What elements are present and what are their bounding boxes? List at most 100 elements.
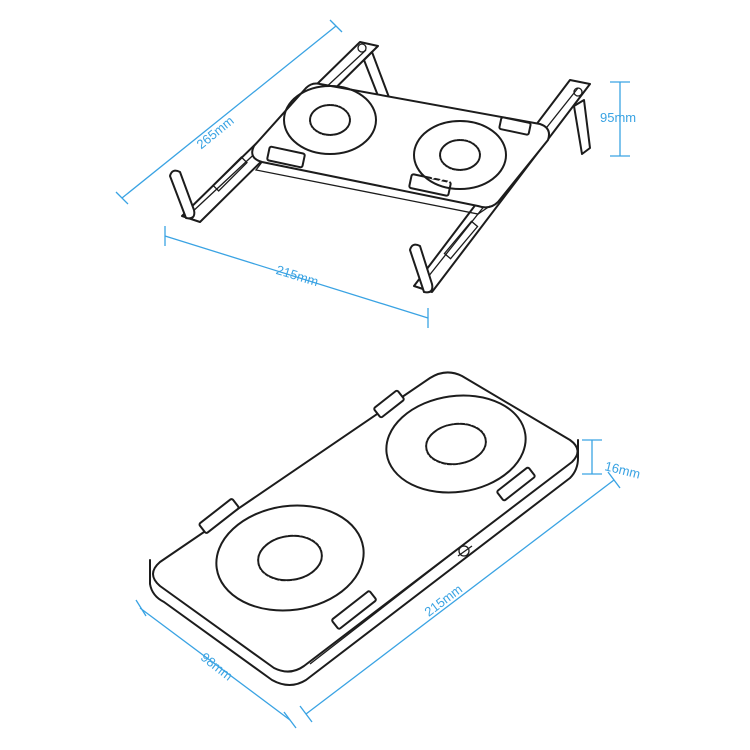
fan-grill-spoke <box>417 156 440 160</box>
fan-grill-spoke <box>482 451 511 467</box>
fan-grill-spoke <box>391 437 426 446</box>
fan-grill-spoke <box>431 403 443 427</box>
fan-grill-spoke <box>447 124 453 141</box>
fan-grill-spoke <box>288 125 311 130</box>
fan-grill-spoke <box>471 130 489 143</box>
dim-label-16: 16mm <box>603 458 642 481</box>
fan-grill-spoke <box>467 169 473 186</box>
dim-stand-height: 95mm <box>600 81 636 157</box>
fan-grill-spoke <box>301 132 319 145</box>
dim-base-thickness: 16mm <box>582 439 642 482</box>
fan-grill-spoke <box>418 144 440 153</box>
fan-grill-spoke <box>315 135 327 150</box>
fan-grill-spoke <box>440 464 454 490</box>
fan-grill-spoke <box>421 163 443 170</box>
base-fan-bottom <box>215 504 365 612</box>
stand-fan-left <box>283 85 377 155</box>
fan-grill-spoke <box>346 128 364 141</box>
fan-grill-spoke <box>314 570 339 591</box>
dim-label-215-top: 215mm <box>274 262 320 289</box>
dim-label-265: 265mm <box>194 113 237 152</box>
fan-grill-spoke <box>454 170 461 187</box>
fan-grill-spoke <box>302 95 316 110</box>
fan-grill-spoke <box>239 576 270 597</box>
fan-grill-spoke <box>232 532 262 551</box>
fan-grill-spoke <box>439 126 450 143</box>
fan-grill-spoke <box>325 89 328 105</box>
fan-grill-spoke <box>420 407 438 430</box>
fan-grill-spoke <box>274 580 288 608</box>
fan-grill-spoke <box>394 454 430 466</box>
fan-grill-spoke <box>315 526 350 543</box>
stand-folded: 16mm 215mm 98mm <box>135 371 642 729</box>
fan-grill-spoke <box>304 576 317 603</box>
fan-grill-spoke <box>251 518 270 543</box>
fan-grill-spoke <box>432 130 446 145</box>
fan-grill-spoke <box>292 103 312 115</box>
fan-grill-spoke <box>329 88 336 105</box>
fan-grill-spoke <box>287 121 310 125</box>
fan-grill-spoke <box>480 150 503 154</box>
fan-grill-spoke <box>340 132 351 149</box>
fan-grill-spoke <box>417 462 443 485</box>
fan-grill-spoke <box>410 413 433 434</box>
stand-unfolded: 265mm 215mm 95mm <box>115 19 636 328</box>
stand-tray <box>251 82 550 215</box>
fan-grill-spoke <box>317 89 323 106</box>
fan-grill-spoke <box>478 160 498 172</box>
fan-grill-spoke <box>318 565 348 584</box>
fan-grill-spoke <box>225 541 259 555</box>
fan-grill-spoke <box>474 165 488 180</box>
fan-grill-spoke <box>221 551 258 560</box>
fan-grill-spoke <box>310 519 341 540</box>
fan-grill-spoke <box>417 150 440 156</box>
fan-grill-spoke <box>309 91 320 108</box>
fan-grill-spoke <box>261 580 282 606</box>
fan-grill-spoke <box>485 430 521 437</box>
fan-grill-spoke <box>455 124 458 140</box>
fan-grill-spoke <box>470 167 481 184</box>
fan-grill-spoke <box>321 561 355 575</box>
fan-grill-spoke <box>482 422 518 434</box>
fan-grill-spoke <box>469 403 495 426</box>
fan-grill-spoke <box>292 508 306 536</box>
stand-fan-right <box>413 120 507 190</box>
fan-grill-spoke <box>350 119 373 125</box>
fan-grill-spoke <box>476 163 494 176</box>
fan-grill-spoke <box>298 579 304 606</box>
fan-grill-spoke <box>407 460 437 480</box>
fan-grill-spoke <box>458 398 472 424</box>
fan-grill-spoke <box>467 127 482 141</box>
fan-grill-spoke <box>474 458 492 481</box>
fan-grill-spoke <box>400 458 433 474</box>
fan-grill-spoke <box>459 123 466 140</box>
fan-grill-spoke <box>347 105 369 112</box>
fan-grill-spoke <box>479 414 512 430</box>
fan-grill-spoke <box>324 135 331 152</box>
fan-grill-spoke <box>304 514 331 538</box>
fan-grill-spoke <box>221 565 259 573</box>
fan-grill-spoke <box>480 157 502 166</box>
fan-grill-spoke <box>348 125 368 137</box>
fan-grill-spoke <box>288 109 310 118</box>
fan-grill-spoke <box>477 140 499 147</box>
fan-grill-spoke <box>344 130 358 145</box>
dim-stand-width: 215mm <box>164 226 429 328</box>
fan-grill-spoke <box>422 138 442 150</box>
fan-grill-spoke <box>452 398 459 424</box>
fan-grill-spoke <box>276 510 282 537</box>
fan-grill-spoke <box>486 438 522 442</box>
fan-grill-spoke <box>337 92 352 106</box>
fan-grill-spoke <box>463 463 469 488</box>
fan-grill-spoke <box>428 464 448 488</box>
fan-grill-spoke <box>291 128 313 135</box>
fan-grill-spoke <box>285 508 293 536</box>
fan-grill-spoke <box>230 573 265 590</box>
fan-grill-spoke <box>438 169 453 183</box>
fan-grill-spoke <box>337 134 343 151</box>
dim-label-95: 95mm <box>600 110 636 125</box>
fan-grill-spoke <box>287 115 310 121</box>
fan-grill-spoke <box>263 513 276 540</box>
fan-grill-spoke <box>431 167 449 180</box>
